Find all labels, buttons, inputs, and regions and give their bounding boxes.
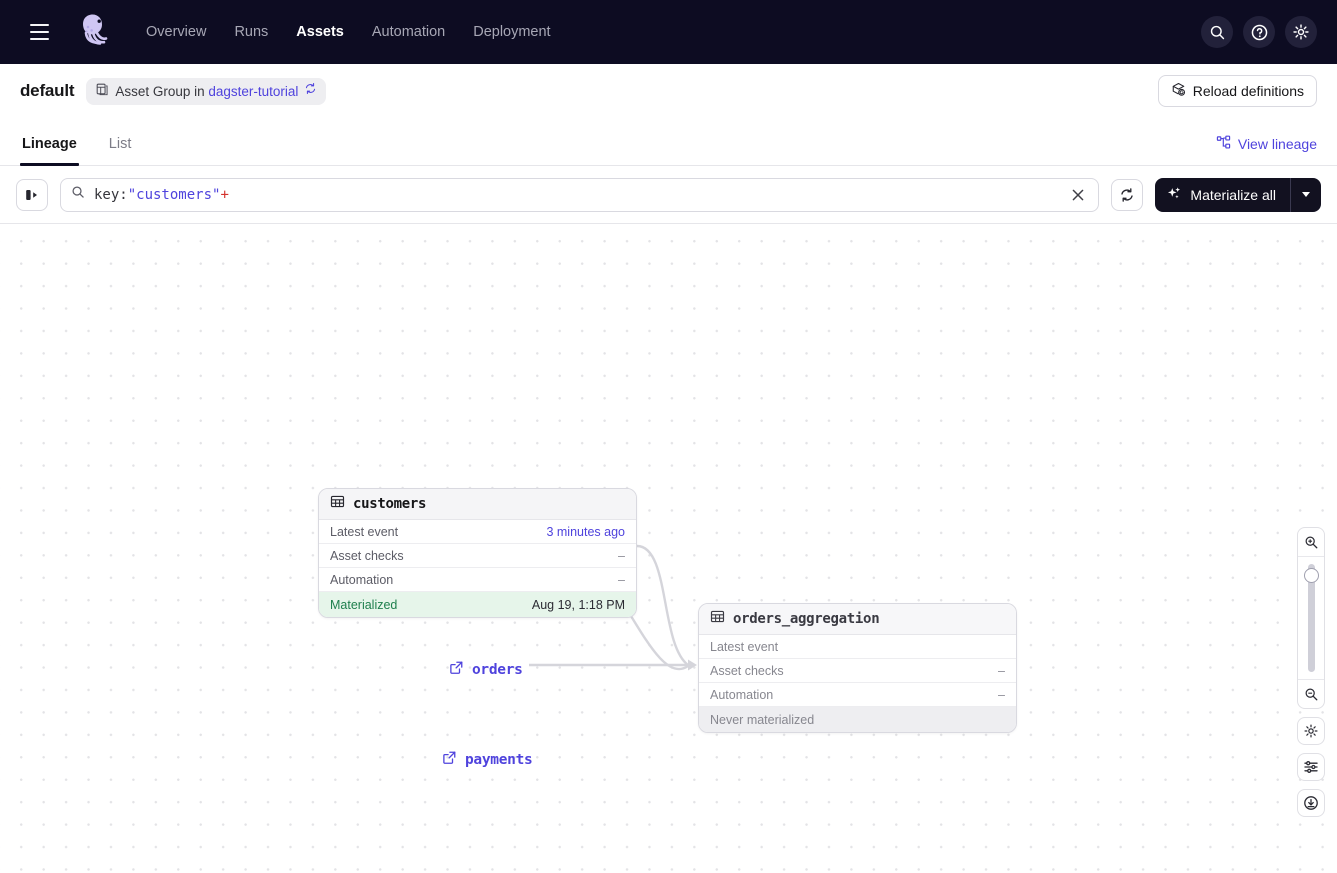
refresh-icon[interactable]: [1111, 178, 1144, 211]
refresh-icon[interactable]: [304, 82, 317, 100]
external-asset-label: payments: [465, 752, 533, 768]
table-icon: [710, 609, 725, 629]
asset-node-header: orders_aggregation: [699, 604, 1016, 635]
row-value: –: [998, 687, 1005, 702]
row-label: Latest event: [330, 524, 399, 539]
asset-node-row-asset-checks: Asset checks –: [319, 544, 636, 568]
gear-icon[interactable]: [1285, 16, 1317, 48]
query-value: "customers": [127, 186, 221, 203]
search-query-text: key:"customers"+: [94, 187, 229, 203]
asset-node-row-asset-checks: Asset checks –: [699, 659, 1016, 683]
panel-expand-icon[interactable]: [16, 178, 48, 211]
row-label: Asset checks: [330, 548, 404, 563]
asset-node-status-materialized: Materialized Aug 19, 1:18 PM: [319, 592, 636, 617]
external-asset-orders[interactable]: orders: [449, 660, 523, 680]
search-input[interactable]: key:"customers"+: [60, 177, 1100, 212]
row-value[interactable]: 3 minutes ago: [546, 524, 625, 539]
tab-bar: Lineage List View lineage: [0, 118, 1337, 166]
materialize-all-button[interactable]: Materialize all: [1155, 178, 1290, 212]
divider: [1298, 679, 1324, 680]
help-icon[interactable]: [1243, 16, 1275, 48]
row-value: –: [618, 548, 625, 563]
materialize-all-button-group[interactable]: Materialize all: [1155, 177, 1321, 212]
top-navigation-bar: Overview Runs Assets Automation Deployme…: [0, 0, 1337, 64]
status-timestamp: Aug 19, 1:18 PM: [531, 597, 625, 612]
reload-definitions-button[interactable]: Reload definitions: [1157, 75, 1317, 107]
tab-lineage[interactable]: Lineage: [20, 136, 79, 166]
external-link-icon: [449, 660, 464, 680]
asset-node-header: customers: [319, 489, 636, 520]
status-badge: Never materialized: [710, 712, 815, 727]
zoom-slider-thumb[interactable]: [1303, 568, 1319, 583]
zoom-out-icon[interactable]: [1298, 680, 1324, 708]
view-lineage-label: View lineage: [1237, 136, 1317, 152]
divider: [1298, 556, 1324, 557]
status-badge: Materialized: [330, 597, 398, 612]
primary-nav-links: Overview Runs Assets Automation Deployme…: [146, 24, 551, 40]
zoom-controls: [1297, 527, 1325, 817]
asset-node-orders-aggregation[interactable]: orders_aggregation Latest event Asset ch…: [698, 603, 1017, 733]
close-icon[interactable]: [1068, 185, 1088, 205]
badge-repo-link[interactable]: dagster-tutorial: [208, 83, 299, 99]
graph-filters-sliders-icon[interactable]: [1297, 753, 1325, 781]
external-asset-label: orders: [472, 662, 523, 678]
zoom-slider-track: [1307, 564, 1315, 672]
reload-icon: [1171, 82, 1186, 100]
asset-group-icon: [95, 82, 109, 101]
row-value: –: [618, 572, 625, 587]
graph-settings-gear-icon[interactable]: [1297, 717, 1325, 745]
asset-node-title: orders_aggregation: [733, 611, 880, 627]
asset-node-row-latest-event: Latest event: [699, 635, 1016, 659]
query-key: key:: [94, 186, 128, 203]
row-label: Latest event: [710, 639, 779, 654]
external-link-icon: [442, 750, 457, 770]
nav-link-overview[interactable]: Overview: [146, 24, 207, 40]
nav-actions: [1201, 0, 1317, 64]
lineage-icon: [1216, 135, 1231, 153]
row-value: –: [998, 663, 1005, 678]
badge-prefix-label: Asset Group in: [115, 83, 205, 99]
search-icon[interactable]: [1201, 16, 1233, 48]
materialize-all-label: Materialize all: [1190, 186, 1276, 203]
zoom-slider-group: [1297, 527, 1325, 709]
nav-link-automation[interactable]: Automation: [371, 24, 446, 40]
row-label: Asset checks: [710, 663, 784, 678]
reload-definitions-label: Reload definitions: [1192, 83, 1304, 99]
asset-node-status-never-materialized: Never materialized: [699, 707, 1016, 732]
nav-link-runs[interactable]: Runs: [234, 24, 269, 40]
download-circle-icon[interactable]: [1297, 789, 1325, 817]
zoom-slider[interactable]: [1298, 557, 1324, 679]
divider: [1290, 177, 1291, 212]
asset-node-row-automation: Automation –: [699, 683, 1016, 707]
zoom-in-icon[interactable]: [1298, 528, 1324, 556]
row-label: Automation: [330, 572, 394, 587]
dagster-logo[interactable]: [68, 9, 114, 55]
graph-toolbar: key:"customers"+ Materialize all: [0, 166, 1337, 224]
asset-node-title: customers: [353, 496, 427, 512]
breadcrumb: default Asset Group in dagster-tutorial …: [0, 64, 1337, 118]
tab-list[interactable]: List: [108, 136, 132, 152]
external-asset-payments[interactable]: payments: [442, 750, 533, 770]
sparkle-icon: [1167, 186, 1182, 204]
view-lineage-link[interactable]: View lineage: [1216, 135, 1317, 153]
chevron-down-icon[interactable]: [1291, 178, 1321, 212]
asset-group-badge[interactable]: Asset Group in dagster-tutorial: [86, 77, 327, 105]
search-icon: [71, 185, 85, 204]
page-title: default: [20, 81, 75, 100]
nav-link-assets[interactable]: Assets: [296, 24, 344, 40]
query-operator: +: [220, 186, 229, 203]
asset-node-row-automation: Automation –: [319, 568, 636, 592]
asset-node-row-latest-event: Latest event 3 minutes ago: [319, 520, 636, 544]
hamburger-icon[interactable]: [22, 15, 56, 49]
lineage-edges: [529, 525, 697, 671]
asset-group-badge-text: Asset Group in dagster-tutorial: [115, 84, 298, 99]
row-label: Automation: [710, 687, 774, 702]
asset-node-customers[interactable]: customers Latest event 3 minutes ago Ass…: [318, 488, 637, 618]
lineage-canvas[interactable]: customers Latest event 3 minutes ago Ass…: [0, 224, 1337, 873]
nav-link-deployment[interactable]: Deployment: [473, 24, 551, 40]
table-icon: [330, 494, 345, 514]
